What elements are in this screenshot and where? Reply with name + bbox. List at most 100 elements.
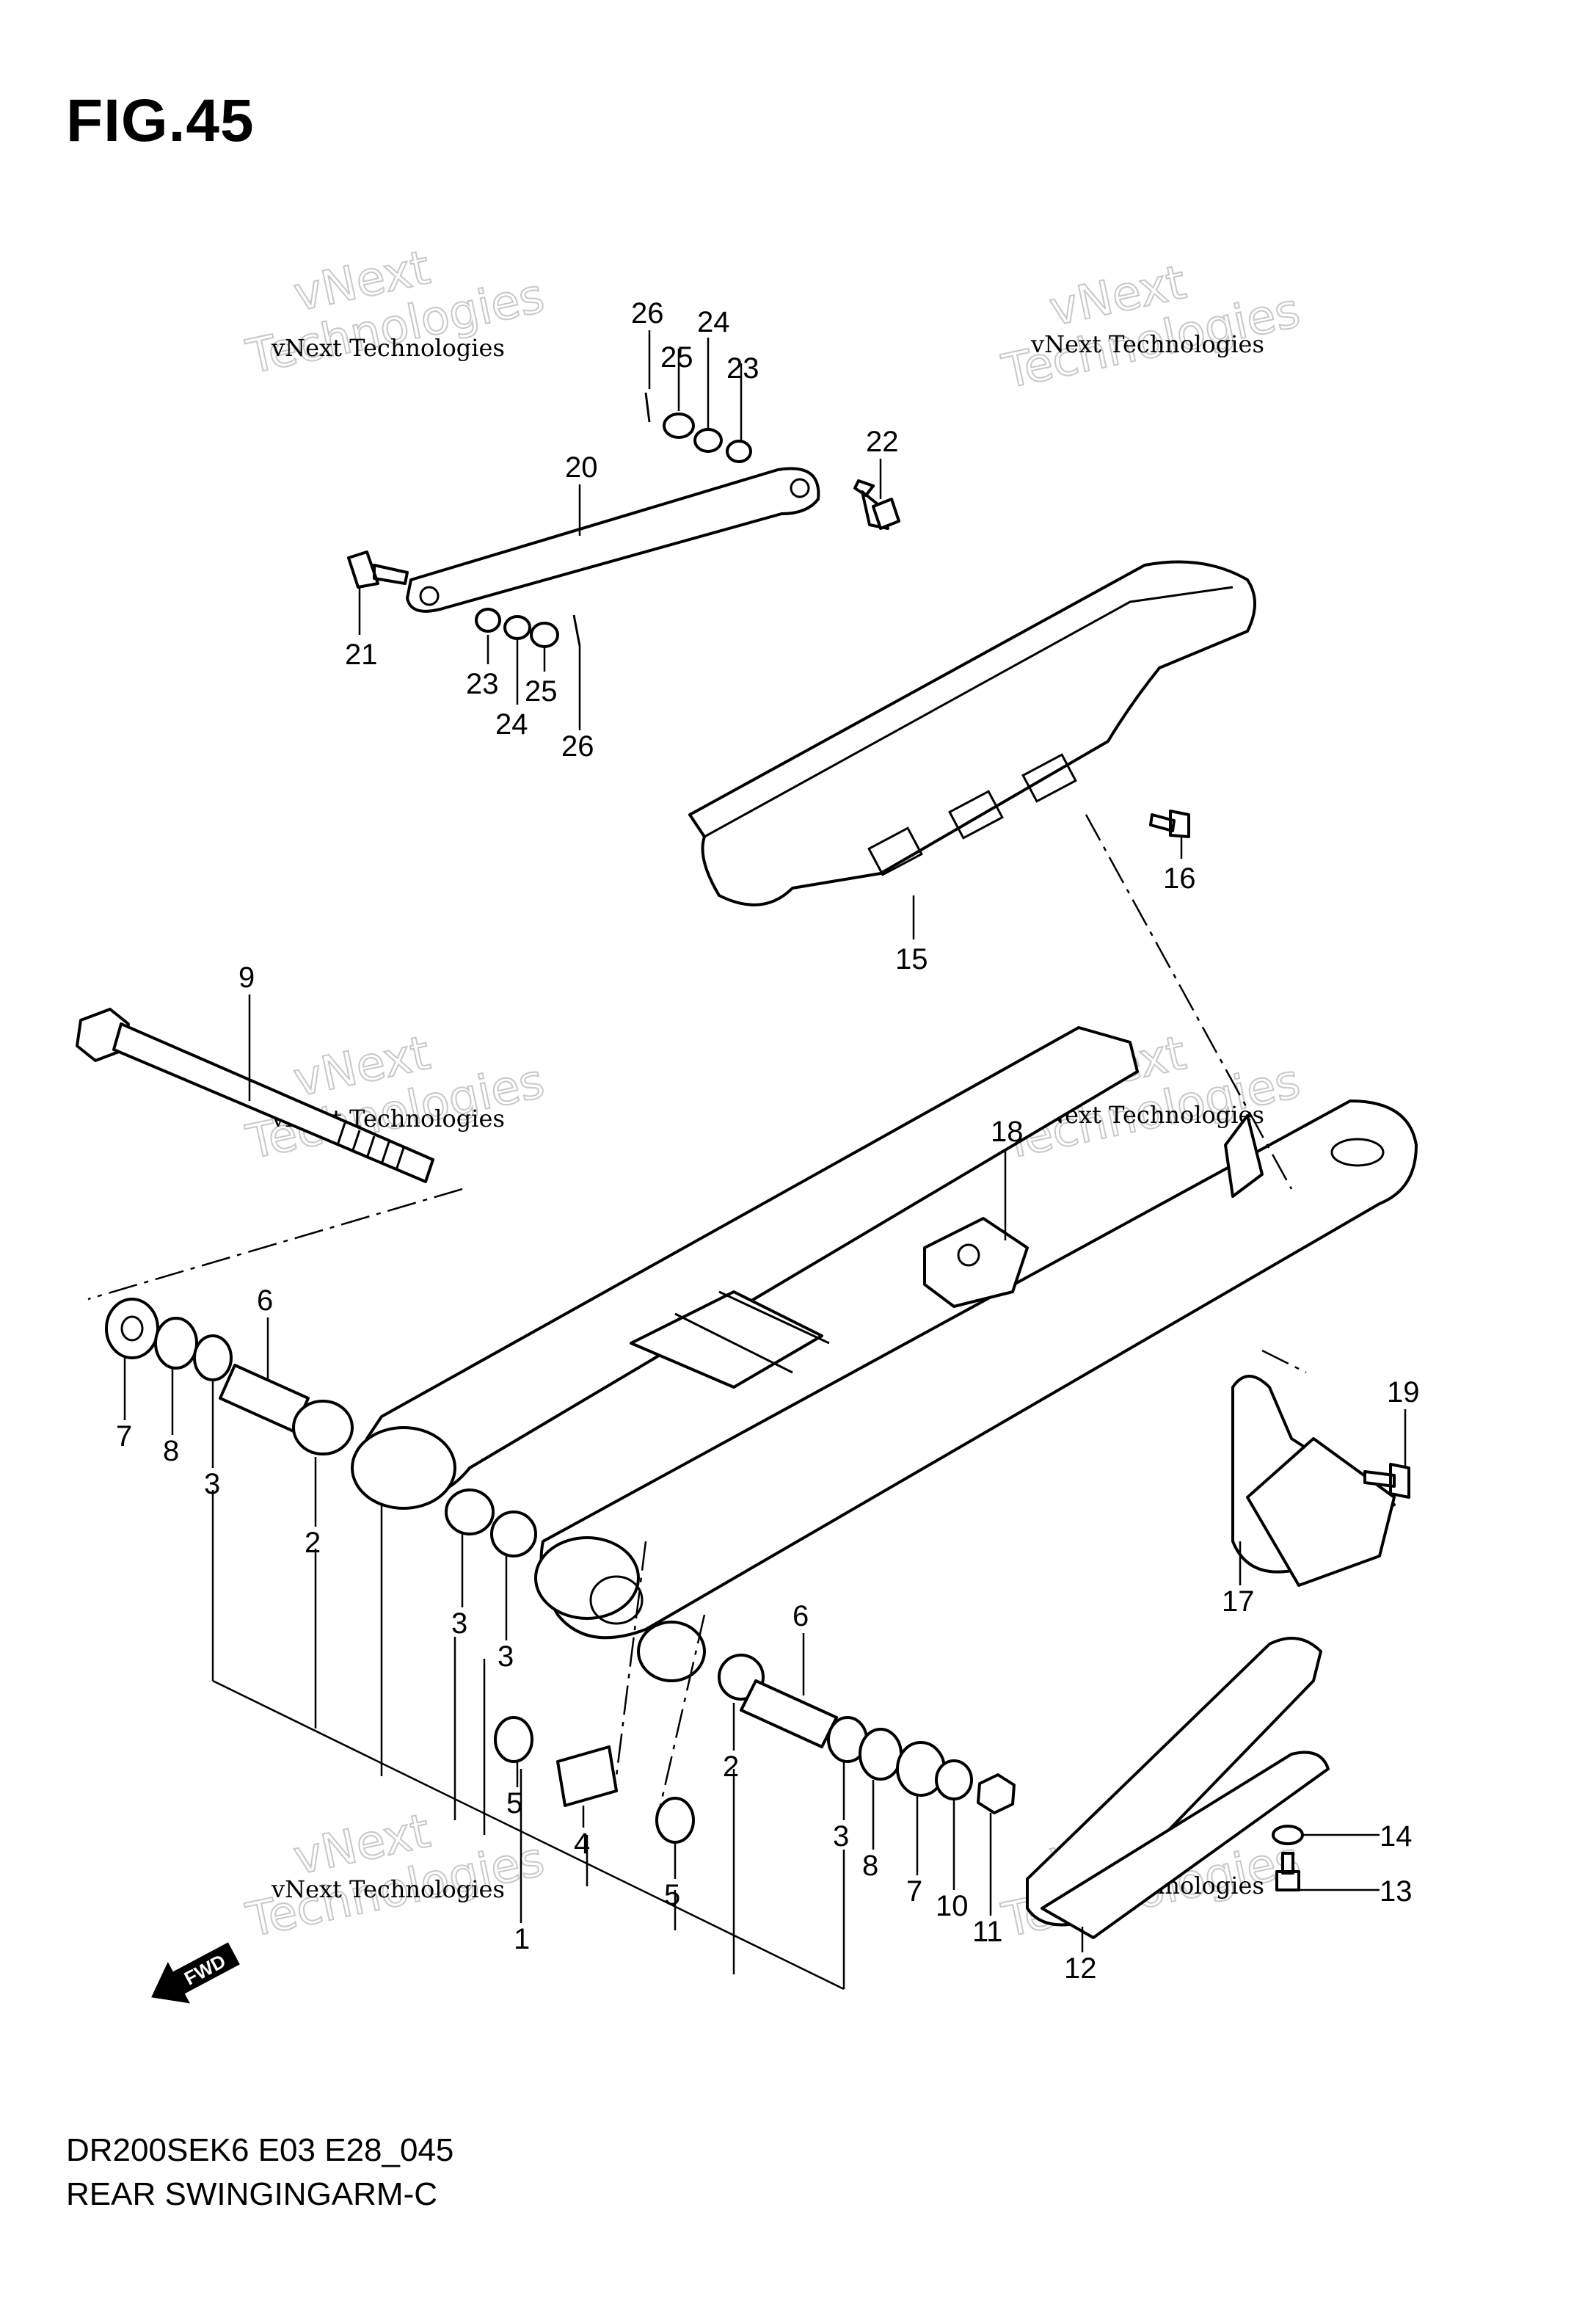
- cotter-pin-26-bottom: [572, 614, 581, 647]
- leader: [1081, 1833, 1380, 1952]
- leader: [872, 1780, 992, 1916]
- callout-label: 23: [726, 352, 759, 385]
- pivot-shaft-thread: [336, 1122, 405, 1171]
- leader-lines: [123, 330, 1407, 1991]
- callout-label: 3: [451, 1607, 467, 1640]
- callout-label: 16: [1163, 862, 1196, 895]
- torque-link-hole: [419, 586, 440, 606]
- bolt-19: [1363, 1463, 1410, 1499]
- watermark-text: vNext Technologies: [271, 1875, 505, 1903]
- leader: [516, 1703, 845, 1828]
- leader: [248, 995, 1007, 1240]
- callout-label: 8: [862, 1850, 878, 1882]
- callout-label: 23: [466, 668, 499, 700]
- assembly-line: [1261, 1349, 1307, 1374]
- fwd-arrow-icon: FWD: [151, 1942, 240, 2004]
- callout-label: 5: [506, 1787, 522, 1820]
- callout-label: 26: [631, 297, 664, 330]
- washer-23-bottom: [475, 608, 501, 633]
- bolt-21: [347, 550, 409, 589]
- nut-11: [977, 1773, 1016, 1814]
- callout-label: 18: [991, 1116, 1024, 1148]
- leader: [461, 1534, 805, 1695]
- leader: [912, 837, 1183, 939]
- callout-label: 7: [116, 1420, 132, 1453]
- callout-label: 20: [565, 451, 598, 484]
- figure-title: FIG.45: [66, 87, 255, 154]
- callout-label: 2: [723, 1751, 739, 1783]
- chain-case-slot: [948, 790, 1004, 840]
- chain-case-rib: [704, 586, 1234, 838]
- swingarm-pivot-left: [351, 1426, 456, 1510]
- leader: [358, 459, 882, 635]
- callout-label: 26: [561, 730, 594, 763]
- bushing-2-left: [292, 1400, 354, 1455]
- pivot-hardware-right: [494, 1621, 1016, 1844]
- callout-label: 21: [345, 639, 378, 671]
- callout-label: 6: [792, 1600, 809, 1632]
- callout-label: 22: [866, 426, 899, 458]
- diagram-name: REAR SWINGINGARM-C: [66, 2176, 437, 2212]
- callout-label: 7: [906, 1875, 922, 1908]
- chain-buffer-assembly: [1026, 1375, 1410, 1939]
- shock-bracket-hole: [957, 1243, 980, 1267]
- pivot-shaft: [76, 1008, 434, 1183]
- chain-buffer-plate: [1246, 1437, 1396, 1587]
- bolt-16: [1149, 810, 1190, 838]
- leader: [123, 1317, 317, 1527]
- cotter-pin-26-top: [644, 392, 651, 423]
- leader: [648, 330, 743, 440]
- callout-label: 15: [895, 943, 928, 975]
- chain-case: [688, 560, 1256, 906]
- chain-guide-12-lower: [1041, 1751, 1330, 1939]
- swingarm: [351, 1026, 1418, 1640]
- model-code: DR200SEK6 E03 E28_045: [66, 2132, 454, 2168]
- swingarm-brace: [674, 1290, 830, 1374]
- swingarm-pivot-right: [534, 1536, 640, 1620]
- axle-slot: [1330, 1138, 1385, 1167]
- callout-label: 24: [495, 708, 528, 741]
- leader: [212, 1679, 845, 1991]
- callout-labels: 26 25 24 23 22 20 21 23 24 25 26 16 15 9…: [116, 297, 1420, 1985]
- assembly-line: [87, 1188, 463, 1301]
- swingarm-bore: [589, 1575, 644, 1625]
- chain-case-slot: [867, 826, 923, 876]
- watermark-bottom-left: Technologies vNext: [241, 1803, 550, 1949]
- torque-link-hole: [790, 478, 810, 498]
- spacer-6-right: [740, 1679, 838, 1748]
- washer-24-top: [693, 428, 723, 453]
- washer-14: [1272, 1825, 1304, 1845]
- leader: [487, 635, 581, 730]
- chain-case-body: [688, 560, 1256, 906]
- assembly-line: [659, 1614, 706, 1806]
- washer-8-left: [154, 1317, 198, 1370]
- callout-label: 3: [204, 1468, 220, 1500]
- chain-guide-mount: [1224, 1114, 1264, 1198]
- callout-label: 9: [238, 961, 255, 994]
- callout-label: 11: [972, 1916, 1003, 1948]
- bearing-5-b: [655, 1797, 695, 1844]
- bearing-5-a: [494, 1716, 533, 1763]
- needle-bearing-4: [556, 1745, 618, 1807]
- callout-label: 8: [163, 1435, 179, 1467]
- watermark-text: vNext Technologies: [1030, 330, 1264, 358]
- callout-label: 14: [1380, 1820, 1413, 1853]
- assembly-line: [615, 1541, 647, 1777]
- chain-guide-12: [1026, 1637, 1322, 1927]
- callout-label: 19: [1387, 1376, 1420, 1408]
- bolt-22-head: [872, 498, 900, 530]
- callout-label: 12: [1064, 1952, 1097, 1985]
- washer-10: [935, 1759, 973, 1800]
- callout-label: 1: [514, 1923, 530, 1955]
- callout-label: 24: [697, 306, 730, 338]
- callout-label: 25: [525, 675, 558, 708]
- cap-7-left-hole: [120, 1315, 144, 1342]
- nut-25-top: [663, 412, 695, 439]
- swingarm-lower-eye: [637, 1621, 706, 1682]
- watermark-text: vNext Technologies: [271, 334, 505, 362]
- callout-label: 25: [660, 341, 693, 374]
- torque-link-rod: [406, 467, 820, 613]
- pivot-shaft-rod: [112, 1022, 434, 1183]
- torque-link-assembly: [347, 392, 900, 648]
